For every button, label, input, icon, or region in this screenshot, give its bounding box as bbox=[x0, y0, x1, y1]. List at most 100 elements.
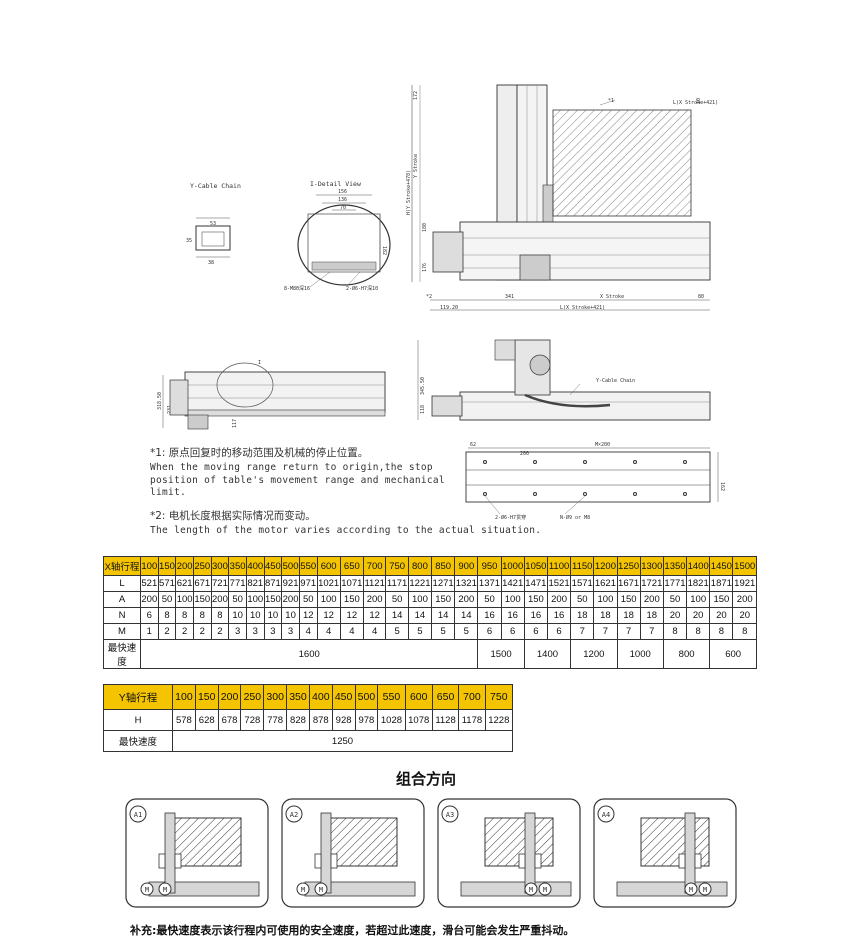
table-cell: 8 bbox=[686, 623, 711, 640]
svg-text:X Stroke: X Stroke bbox=[600, 294, 624, 300]
table-cell: 6 bbox=[523, 623, 548, 640]
x-stroke-cell: 950 bbox=[477, 556, 502, 576]
table-cell: 2 bbox=[192, 623, 212, 640]
table-cell: 14 bbox=[407, 607, 433, 624]
table-cell: 728 bbox=[240, 709, 265, 731]
table-cell: 16 bbox=[500, 607, 525, 624]
table-cell: 100 bbox=[593, 591, 618, 608]
x-stroke-cell: 700 bbox=[362, 556, 387, 576]
table-cell: 10 bbox=[263, 607, 283, 624]
table-cell: 521 bbox=[140, 575, 159, 592]
svg-text:Y Stroke: Y Stroke bbox=[413, 154, 419, 178]
table-cell: 1228 bbox=[484, 709, 514, 731]
table-cell: 16 bbox=[523, 607, 548, 624]
table-cell: 828 bbox=[286, 709, 310, 731]
y-stroke-cell: 200 bbox=[217, 684, 242, 710]
table-cell: 8 bbox=[192, 607, 212, 624]
x-stroke-cell: 1450 bbox=[709, 556, 734, 576]
y-stroke-cell: 150 bbox=[194, 684, 219, 710]
x-stroke-cell: 150 bbox=[157, 556, 177, 576]
x-stroke-cell: 1400 bbox=[686, 556, 711, 576]
speed-cell: 600 bbox=[709, 639, 757, 669]
table-cell: 100 bbox=[500, 591, 525, 608]
svg-text:10: 10 bbox=[696, 98, 702, 104]
table-cell: 778 bbox=[263, 709, 288, 731]
svg-text:136: 136 bbox=[338, 197, 347, 203]
table-cell: 150 bbox=[263, 591, 283, 608]
svg-text:N-Ø9 or M8: N-Ø9 or M8 bbox=[560, 514, 590, 521]
table-cell: 8 bbox=[662, 623, 688, 640]
table-cell: 1 bbox=[140, 623, 159, 640]
table-cell: 12 bbox=[298, 607, 318, 624]
panel-id-label: A1 bbox=[134, 811, 142, 819]
table-cell: 200 bbox=[454, 591, 479, 608]
table-cell: 1321 bbox=[454, 575, 479, 592]
table-cell: 20 bbox=[709, 607, 734, 624]
table-cell: 100 bbox=[686, 591, 711, 608]
table-cell: 200 bbox=[546, 591, 572, 608]
table-cell: 8 bbox=[175, 607, 194, 624]
table-cell: 1521 bbox=[546, 575, 572, 592]
x-stroke-cell: 1100 bbox=[546, 556, 572, 576]
table-cell: 50 bbox=[157, 591, 177, 608]
table-cell: 1271 bbox=[431, 575, 456, 592]
table-cell: 1128 bbox=[431, 709, 460, 731]
y-stroke-cell: 700 bbox=[458, 684, 486, 710]
table-cell: 150 bbox=[709, 591, 734, 608]
table-cell: 1571 bbox=[570, 575, 595, 592]
table-cell: 7 bbox=[593, 623, 618, 640]
table-cell: 571 bbox=[157, 575, 177, 592]
table-cell: 12 bbox=[339, 607, 364, 624]
x-stroke-cell: 1350 bbox=[662, 556, 688, 576]
table-cell: 7 bbox=[639, 623, 664, 640]
svg-text:62: 62 bbox=[470, 442, 476, 448]
table-cell: 8 bbox=[732, 623, 757, 640]
table-cell: 2 bbox=[157, 623, 177, 640]
speed-cell: 800 bbox=[662, 639, 711, 669]
table-cell: 8 bbox=[210, 607, 230, 624]
svg-text:*2: *2 bbox=[426, 294, 432, 300]
table-cell: 978 bbox=[354, 709, 379, 731]
footnote: 补充:最快速度表示该行程内可使用的安全速度，若超过此速度，滑台可能会发生严重抖动… bbox=[130, 924, 575, 937]
y-stroke-cell: 550 bbox=[377, 684, 406, 710]
table-cell: 621 bbox=[175, 575, 194, 592]
table-cell: 1171 bbox=[385, 575, 409, 592]
table-cell: 1071 bbox=[339, 575, 364, 592]
table-cell: 4 bbox=[362, 623, 387, 640]
table-cell: 4 bbox=[298, 623, 318, 640]
table-cell: 1771 bbox=[662, 575, 688, 592]
table-cell: 50 bbox=[662, 591, 688, 608]
table-cell: 200 bbox=[281, 591, 300, 608]
y-stroke-cell: 300 bbox=[263, 684, 288, 710]
speed-cell: 1500 bbox=[477, 639, 525, 669]
note-1-en: When the moving range return to origin,t… bbox=[150, 462, 445, 498]
table-cell: 10 bbox=[281, 607, 300, 624]
table-cell: 8 bbox=[709, 623, 734, 640]
table-cell: 200 bbox=[210, 591, 230, 608]
table-cell: 150 bbox=[339, 591, 364, 608]
row-label: A bbox=[103, 591, 141, 608]
table-cell: 100 bbox=[245, 591, 265, 608]
table-cell: 4 bbox=[339, 623, 364, 640]
table-cell: 50 bbox=[385, 591, 409, 608]
svg-text:118: 118 bbox=[420, 405, 426, 414]
y-stroke-cell: 350 bbox=[286, 684, 310, 710]
y-stroke-cell: 100 bbox=[172, 684, 196, 710]
x-stroke-cell: 1050 bbox=[523, 556, 548, 576]
y-stroke-cell: 600 bbox=[404, 684, 433, 710]
x-stroke-cell: 850 bbox=[431, 556, 456, 576]
x-stroke-cell: 400 bbox=[245, 556, 265, 576]
table-cell: 16 bbox=[477, 607, 502, 624]
table-cell: 100 bbox=[407, 591, 433, 608]
table-cell: 10 bbox=[228, 607, 247, 624]
motor-label: M bbox=[301, 886, 305, 894]
x-stroke-cell: 650 bbox=[339, 556, 364, 576]
table-cell: 1821 bbox=[686, 575, 711, 592]
table-cell: 8 bbox=[157, 607, 177, 624]
panel-id-label: A3 bbox=[446, 811, 454, 819]
